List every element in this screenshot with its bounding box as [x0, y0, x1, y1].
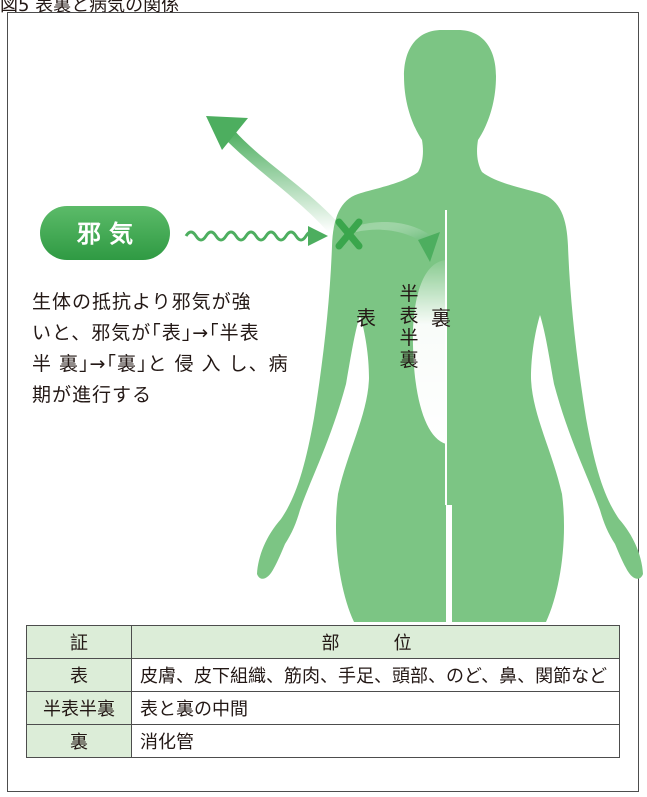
table-header-row: 証 部 位 [27, 626, 620, 659]
label-half-char: 裏 [399, 349, 418, 371]
header-location: 部 位 [132, 626, 620, 659]
wave-arrow-icon [186, 226, 328, 246]
cell-syndrome: 表 [27, 659, 132, 692]
label-half-char: 半 [399, 283, 418, 305]
evil-qi-badge: 邪 気 [40, 206, 170, 260]
evil-qi-label: 邪 気 [76, 220, 133, 248]
description-line: 期が進行する [32, 380, 322, 411]
description-line: いと、邪気が｢表｣→｢半表 [32, 318, 322, 349]
cell-location: 消化管 [132, 725, 620, 758]
label-surface: 表 [356, 306, 376, 330]
label-half-char: 半 [399, 327, 418, 349]
cell-syndrome: 裏 [27, 725, 132, 758]
description: 生体の抵抗より邪気が強 いと、邪気が｢表｣→｢半表 半 裏｣→｢裏｣と 侵 入 … [32, 287, 322, 411]
cell-syndrome: 半表半裏 [27, 692, 132, 725]
label-half-char: 表 [399, 305, 418, 327]
description-line: 半 裏｣→｢裏｣と 侵 入 し、病 [32, 349, 322, 380]
arrow-repel-icon [206, 116, 340, 232]
header-syndrome: 証 [27, 626, 132, 659]
table-row: 裏 消化管 [27, 725, 620, 758]
label-half-surface-half-interior: 半 表 半 裏 [399, 283, 418, 371]
table-row: 半表半裏 表と裏の中間 [27, 692, 620, 725]
label-interior: 裏 [431, 306, 451, 330]
table-row: 表 皮膚、皮下組織、筋肉、手足、頭部、のど、鼻、関節など [27, 659, 620, 692]
cell-location: 表と裏の中間 [132, 692, 620, 725]
description-line: 生体の抵抗より邪気が強 [32, 287, 322, 318]
cell-location: 皮膚、皮下組織、筋肉、手足、頭部、のど、鼻、関節など [132, 659, 620, 692]
syndrome-location-table: 証 部 位 表 皮膚、皮下組織、筋肉、手足、頭部、のど、鼻、関節など 半表半裏 … [26, 625, 620, 758]
